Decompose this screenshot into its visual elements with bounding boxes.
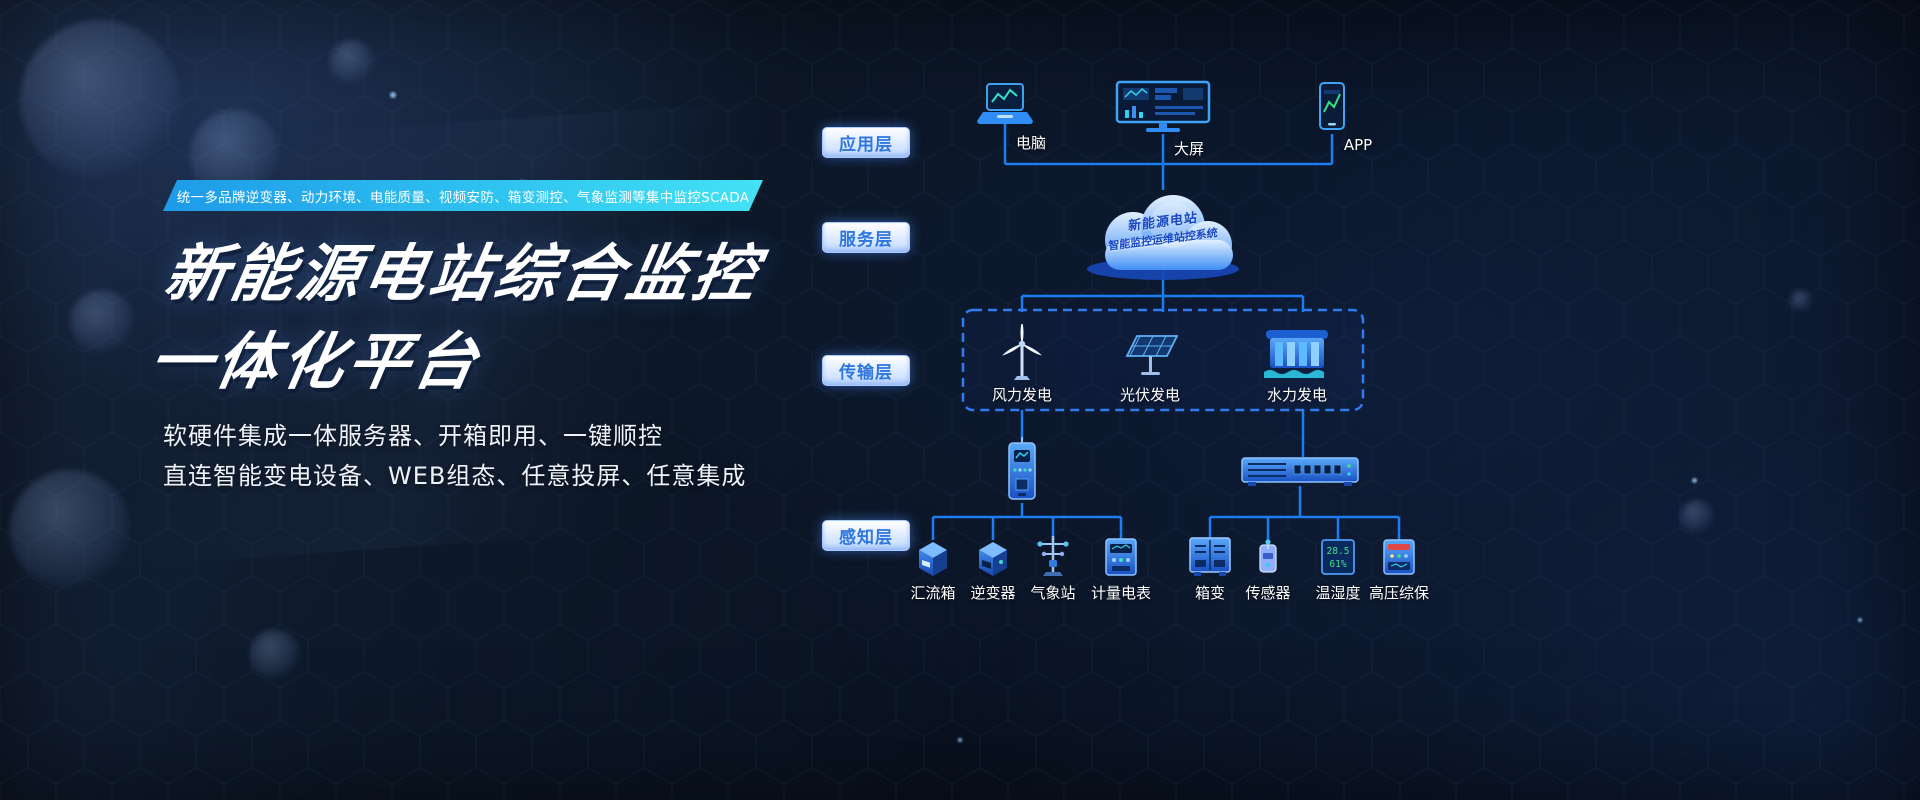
ribbon-text: 统一多品牌逆变器、动力环境、电能质量、视频安防、箱变测控、气象监测等集中监控SC…	[176, 189, 750, 206]
node-label: 大屏	[1173, 140, 1204, 158]
node-label: 风力发电	[991, 386, 1052, 404]
ribbon-banner: 统一多品牌逆变器、动力环境、电能质量、视频安防、箱变测控、气象监测等集中监控SC…	[163, 180, 763, 211]
layer-pill-label: 传输层	[839, 363, 893, 383]
node-label: 光伏发电	[1119, 386, 1180, 404]
subtitle-line-2: 直连智能变电设备、WEB组态、任意投屏、任意集成	[163, 462, 747, 490]
layer-pill-transport: 传输层	[822, 355, 910, 386]
subtitle-line-1: 软硬件集成一体服务器、开箱即用、一键顺控	[163, 422, 663, 450]
page-title: 新能源电站综合监控 一体化平台	[142, 230, 767, 406]
node-label: 水力发电	[1266, 386, 1327, 404]
weather-station-icon	[1030, 532, 1076, 578]
glow-dot	[390, 92, 396, 98]
hv-protection-icon	[1379, 536, 1419, 578]
title-line-1: 新能源电站综合监控	[159, 237, 767, 310]
layer-pill-label: 感知层	[839, 528, 893, 548]
glow-dot	[958, 738, 962, 742]
node-label: 温湿度	[1315, 584, 1361, 602]
node-label: 计量电表	[1090, 584, 1151, 602]
node-weather-station: 气象站	[1008, 532, 1098, 603]
layer-pill-application: 应用层	[822, 127, 910, 158]
node-label: 气象站	[1030, 584, 1076, 602]
bokeh-circle	[1790, 290, 1812, 312]
rack-server-icon	[1241, 457, 1359, 486]
node-rack-server	[1240, 454, 1360, 488]
wind-turbine-icon	[987, 324, 1057, 380]
energy-meter-icon	[1102, 536, 1140, 578]
cloud-icon	[1087, 195, 1239, 280]
svg-text:61%: 61%	[1329, 559, 1346, 570]
bigscreen-icon	[1115, 78, 1211, 134]
node-app-phone: APP	[1287, 80, 1377, 154]
node-label: APP	[1343, 136, 1373, 154]
bokeh-circle	[20, 20, 180, 180]
node-label: 汇流箱	[910, 584, 956, 602]
node-cloud-platform: 新能源电站 智能监控运维站控系统	[1078, 185, 1248, 280]
node-wind-power: 风力发电	[977, 324, 1067, 405]
node-label: 电脑	[1015, 134, 1046, 152]
node-label: 箱变	[1194, 584, 1225, 602]
node-box-transformer: 箱变	[1165, 530, 1255, 603]
node-solar-power: 光伏发电	[1105, 324, 1195, 405]
inverter-icon	[973, 536, 1013, 578]
bokeh-circle	[70, 290, 134, 354]
node-energy-meter: 计量电表	[1076, 536, 1166, 603]
laptop-icon	[976, 76, 1034, 128]
phone-icon	[1317, 80, 1347, 132]
node-combiner-box: 汇流箱	[888, 536, 978, 603]
bokeh-circle	[250, 630, 300, 680]
node-pc: 电脑	[960, 76, 1050, 153]
subtitle: 软硬件集成一体服务器、开箱即用、一键顺控 直连智能变电设备、WEB组态、任意投屏…	[163, 416, 746, 496]
glow-dot	[1692, 478, 1697, 483]
node-inverter: 逆变器	[948, 536, 1038, 603]
node-label: 高压综保	[1368, 584, 1429, 602]
layer-pill-label: 服务层	[839, 230, 893, 250]
combiner-box-icon	[913, 536, 953, 578]
bokeh-circle	[10, 470, 130, 590]
node-hydro-power: 水力发电	[1252, 324, 1342, 405]
node-label: 逆变器	[970, 584, 1016, 602]
node-temp-humidity: 28.5 61% 温湿度	[1293, 536, 1383, 603]
solar-panel-icon	[1115, 324, 1185, 380]
temp-humidity-icon: 28.5 61%	[1318, 536, 1358, 578]
node-hv-protection: 高压综保	[1354, 536, 1444, 603]
node-serial-gateway	[1004, 437, 1040, 505]
layer-pill-sense: 感知层	[822, 520, 910, 551]
hydro-dam-icon	[1260, 324, 1334, 380]
glow-dot	[1858, 618, 1862, 622]
sensor-icon	[1250, 536, 1286, 578]
title-line-2: 一体化平台	[143, 325, 487, 398]
serial-gateway-icon	[1008, 437, 1036, 500]
node-sensor: 传感器	[1223, 536, 1313, 603]
node-big-screen: 大屏	[1115, 78, 1211, 159]
box-transformer-icon	[1186, 530, 1234, 578]
layer-pill-service: 服务层	[822, 222, 910, 253]
svg-text:28.5: 28.5	[1327, 546, 1350, 557]
bokeh-circle	[1680, 500, 1714, 534]
node-label: 传感器	[1245, 584, 1291, 602]
layer-pill-label: 应用层	[839, 135, 893, 155]
bokeh-circle	[330, 40, 374, 84]
